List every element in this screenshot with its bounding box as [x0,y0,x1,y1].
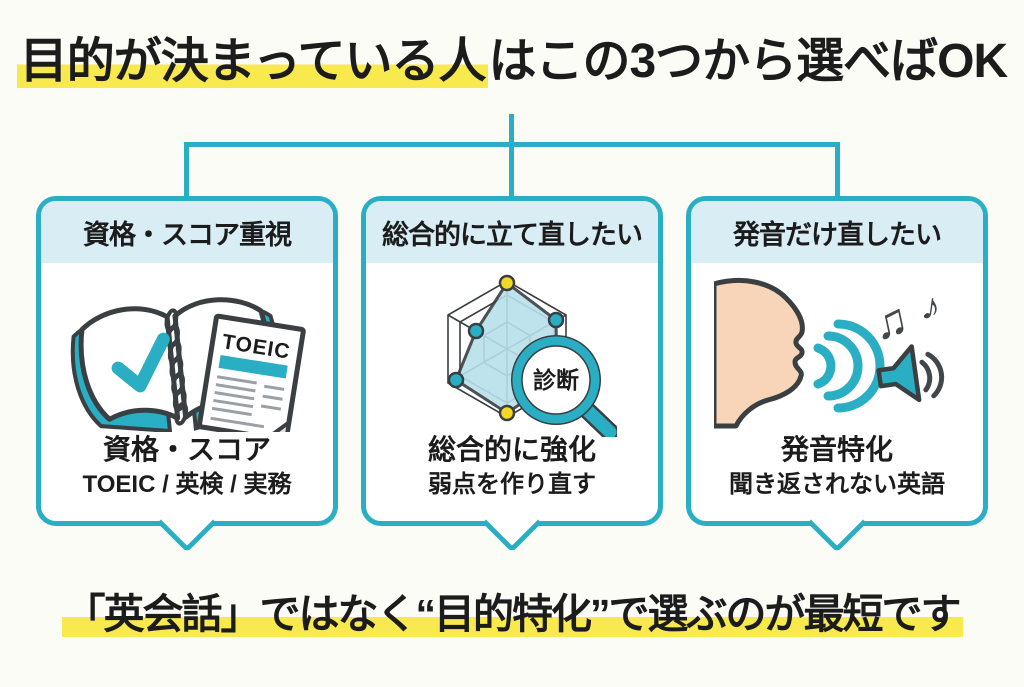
face-profile [714,278,805,429]
magnifier-icon: 診断 [511,335,617,437]
speaking-sound-icon: ♫ ♪ [714,274,960,432]
radar-data-points [447,274,565,422]
card-pronunciation-subcaption: 聞き返されない英語 [729,470,945,498]
title-highlighted-text: 目的が決まっている人 [16,35,489,88]
card-pronunciation-body: ♫ ♪ 発音特化 聞き返されない英語 [691,263,983,499]
book-toeic-illustration: TOEIC [70,297,306,432]
speaking-sound-illustration: ♫ ♪ [714,278,945,429]
spiral-binding [164,308,189,426]
card-certification: 資格・スコア重視 [36,196,338,553]
card-pronunciation: 発音だけ直したい ♫ ♪ [686,196,988,553]
folded-corner [266,420,291,432]
page-title: 目的が決まっている人はこの3つから選べばOK [0,32,1024,92]
card-overall: 総合的に立て直したい [361,196,663,553]
card-certification-body: TOEIC 資格・スコア TOEIC / 英検 / 実務 [41,263,333,499]
card-certification-header: 資格・スコア重視 [41,201,333,263]
footer-highlighted-text: 「英会話」ではなく“目的特化”で選ぶのが最短です [61,591,963,637]
connector-drop-left [184,142,189,200]
connector-drop-right [835,142,840,200]
radar-diagnosis-icon: 診断 [407,274,617,437]
radar-diagnosis-illustration: 診断 [447,274,617,437]
card-overall-subcaption: 弱点を作り直す [428,470,596,498]
card-overall-body: 診断 総合的に強化 弱点を作り直す [366,263,658,499]
music-note-icon: ♪ [919,285,944,329]
card-pronunciation-caption: 発音特化 [780,434,893,465]
connector-crossbar [184,142,840,147]
checkmark-icon [111,332,170,393]
card-overall-header: 総合的に立て直したい [366,201,658,263]
footer-banner: 「英会話」ではなく“目的特化”で選ぶのが最短です [0,580,1024,640]
card-certification-subcaption: TOEIC / 英検 / 実務 [82,470,292,498]
card-tail [157,493,217,553]
toeic-document: TOEIC [196,313,306,432]
document-title-bar [218,355,288,379]
card-pronunciation-header: 発音だけ直したい [691,201,983,263]
voice-waves-icon [813,319,885,413]
document-text-lines [210,375,285,429]
speaker-icon [876,344,945,403]
title-rest-text: はこの3つから選べばOK [488,35,1008,88]
diagnosis-label: 診断 [533,367,579,393]
book-toeic-icon: TOEIC [66,274,308,432]
card-tail [807,493,867,553]
card-overall-caption: 総合的に強化 [427,434,596,465]
card-tail [482,493,542,553]
connector-stem [509,114,514,200]
card-certification-caption: 資格・スコア [102,434,271,465]
